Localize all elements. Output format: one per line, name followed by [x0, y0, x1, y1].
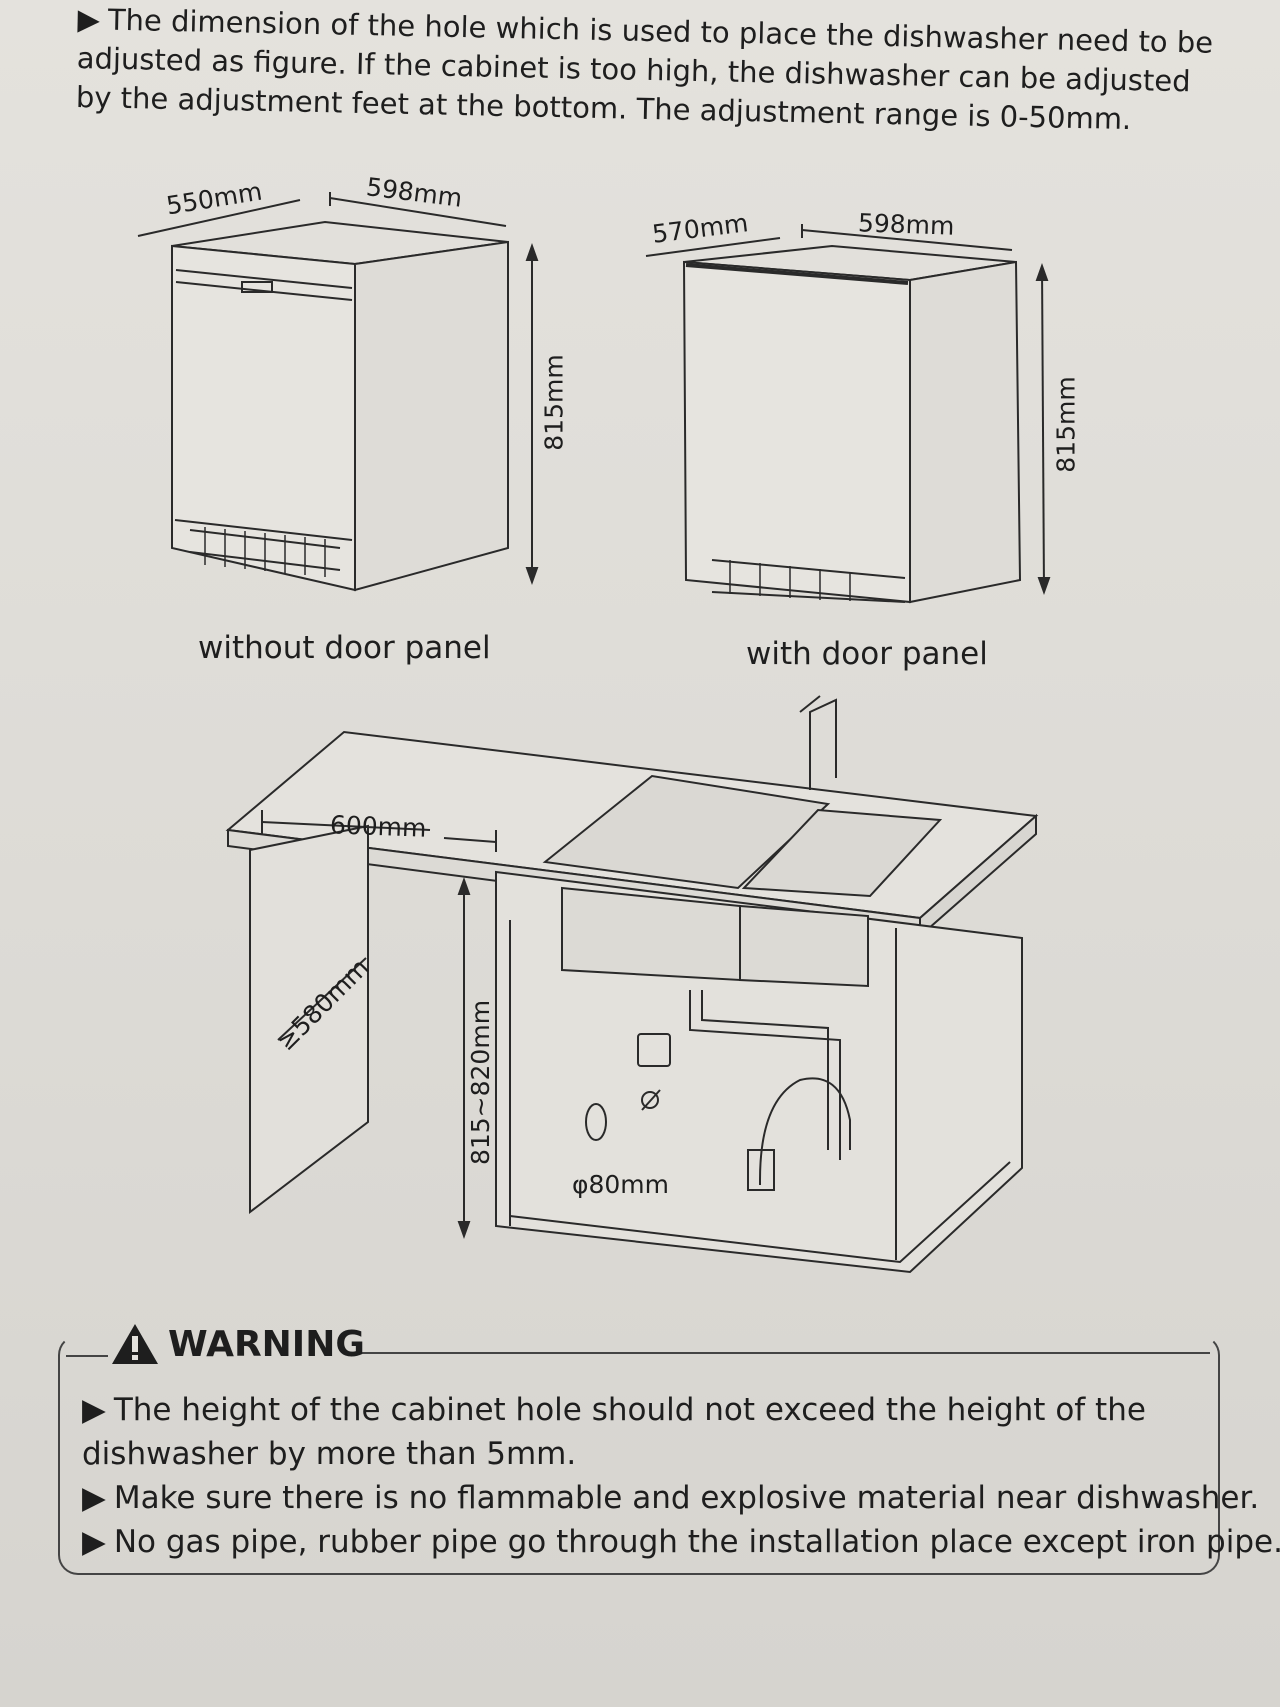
warning-line-2: dishwasher by more than 5mm. [82, 1436, 577, 1472]
dishwasher-with-door-panel [645, 224, 1051, 604]
cabinet-width-label: 600mm [329, 810, 427, 843]
warning-box [58, 1335, 1220, 1575]
right-figure-caption: with door panel [746, 636, 988, 672]
kitchen-cabinet-drawing [225, 695, 1039, 1274]
warning-text: ▶The height of the cabinet hole should n… [82, 1388, 1280, 1564]
right-height-label: 815mm [1051, 376, 1081, 473]
warning-line-1: ▶The height of the cabinet hole should n… [82, 1388, 1212, 1432]
bullet-triangle-icon: ▶ [82, 1480, 106, 1516]
warning-box-top-left-rule [66, 1355, 108, 1357]
warning-line-3: ▶Make sure there is no flammable and exp… [82, 1476, 1259, 1520]
warning-title: WARNING [110, 1322, 365, 1366]
warning-box-top-rule [360, 1352, 1210, 1354]
right-width-label: 598mm [857, 208, 955, 241]
dishwasher-without-door-panel [137, 192, 539, 592]
warning-line-4: ▶No gas pipe, rubber pipe go through the… [82, 1520, 1280, 1564]
bullet-triangle-icon: ▶ [82, 1524, 106, 1560]
warning-triangle-icon [112, 1324, 158, 1364]
left-figure-caption: without door panel [198, 630, 491, 666]
cabinet-height-label: 815~820mm [466, 999, 496, 1166]
bullet-triangle-icon: ▶ [82, 1392, 106, 1428]
left-height-label: 815mm [539, 354, 569, 451]
drain-hole-label: φ80mm [572, 1170, 670, 1199]
